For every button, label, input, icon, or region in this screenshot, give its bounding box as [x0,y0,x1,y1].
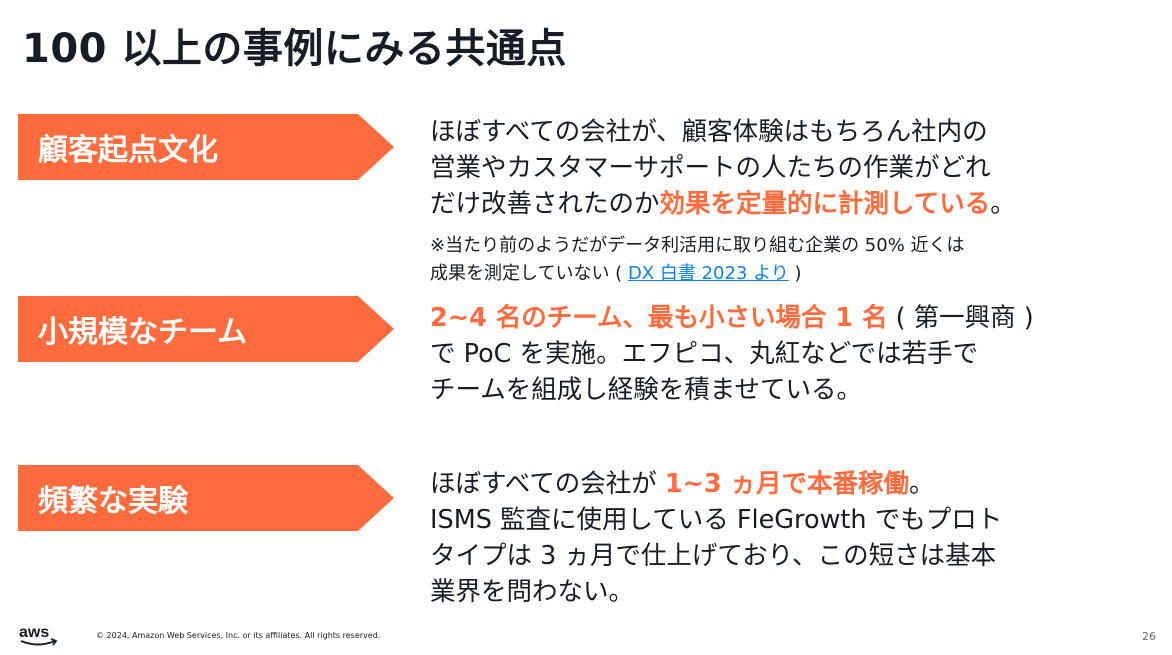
section-1-note: ※当たり前のようだがデータ利活用に取り組む企業の 50% 近くは 成果を測定して… [430,232,1142,288]
section-label: 顧客起点文化 [38,133,218,168]
highlight-text: 2~4 名のチーム、最も小さい場合 1 名 [430,303,888,333]
highlight-text: 1~3 ヵ月で本番稼働 [664,469,910,499]
section-label: 頻繁な実験 [38,484,188,519]
body-line: 業界を問わない。 [430,577,635,607]
text-run: 成果を測定していない ( [430,263,628,284]
dx-whitepaper-link[interactable]: DX 白書 2023 より [627,263,789,284]
section-1-body: ほぼすべての会社が、顧客体験はもちろん社内の 営業やカスタマーサポートの人たちの… [430,114,1142,222]
section-3-body: ほぼすべての会社が 1~3 ヵ月で本番稼働。 ISMS 監査に使用している Fl… [430,466,1142,610]
note-line: ※当たり前のようだがデータ利活用に取り組む企業の 50% 近くは [430,235,965,256]
slide-title: 100 以上の事例にみる共通点 [22,26,567,72]
label-customer-first-culture: 顧客起点文化 [18,114,394,180]
highlight-text: 効果を定量的に計測している [659,189,991,219]
body-line: タイプは 3 ヵ月で仕上げており、この短さは基本 [430,541,997,571]
svg-text:aws: aws [19,624,49,641]
text-run: だけ改善されたのか [430,189,660,219]
body-line: だけ改善されたのか効果を定量的に計測している。 [430,186,1142,222]
text-run: 。 [909,469,935,499]
aws-logo-icon: aws [19,624,58,646]
body-line: 2~4 名のチーム、最も小さい場合 1 名 ( 第一興商 ) [430,300,1142,336]
section-label: 小規模なチーム [38,315,248,350]
label-small-team: 小規模なチーム [18,296,394,362]
body-line: で PoC を実施。エフピコ、丸紅などでは若手で [430,339,979,369]
text-run: ほぼすべての会社が [430,469,665,499]
body-line: ほぼすべての会社が、顧客体験はもちろん社内の [430,117,988,147]
body-line: 営業やカスタマーサポートの人たちの作業がどれ [430,153,991,183]
text-run: ( 第一興商 ) [887,303,1034,333]
text-run: 。 [990,189,1016,219]
body-line: ほぼすべての会社が 1~3 ヵ月で本番稼働。 [430,466,1142,502]
body-line: チームを組成し経験を積ませている。 [430,375,862,405]
copyright-text: © 2024, Amazon Web Services, Inc. or its… [96,631,381,640]
page-number: 26 [1142,630,1156,643]
label-frequent-experiments: 頻繁な実験 [18,465,394,531]
text-run: ) [788,263,802,284]
note-line: 成果を測定していない ( DX 白書 2023 より ) [430,260,1142,288]
body-line: ISMS 監査に使用している FleGrowth でもプロト [430,505,1003,535]
section-2-body: 2~4 名のチーム、最も小さい場合 1 名 ( 第一興商 ) で PoC を実施… [430,300,1142,408]
